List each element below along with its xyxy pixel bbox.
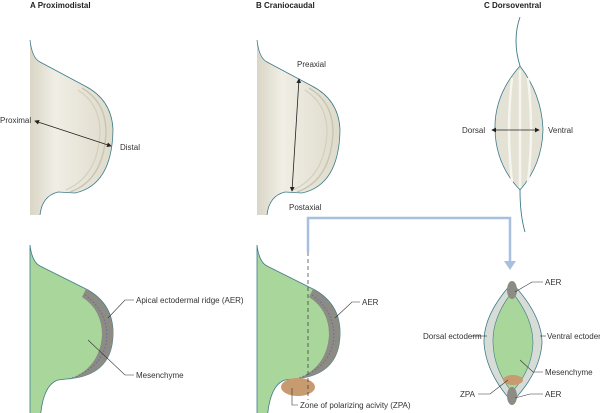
- label-proximal: Proximal: [0, 116, 31, 125]
- leader-aer-c-bottom: [514, 393, 543, 399]
- label-aer-a: Apical ectodermal ridge (AER): [136, 296, 244, 305]
- label-zpa-c: ZPA: [460, 390, 476, 399]
- label-preaxial: Preaxial: [297, 60, 326, 69]
- label-zpa-b: Zone of polarizing acivity (ZPA): [300, 401, 411, 410]
- title-a: A Proximodistal: [30, 1, 91, 10]
- label-ventral-ectoderm: Ventral ectoderm: [547, 332, 600, 341]
- limb-bud-a: [29, 39, 114, 216]
- label-distal: Distal: [120, 143, 140, 152]
- zpa-region: [281, 378, 315, 396]
- label-aer-c-bottom: AER: [545, 390, 562, 399]
- label-ventral: Ventral: [548, 126, 573, 135]
- section-arrowhead: [504, 261, 516, 270]
- cross-section-c: [483, 281, 543, 405]
- label-aer-b: AER: [362, 298, 379, 307]
- section-arrow: [306, 216, 512, 262]
- leader-zpa-b: [291, 388, 298, 406]
- label-mesenchyme-c: Mesenchyme: [545, 368, 593, 377]
- leader-aer-c-top: [514, 281, 543, 293]
- title-c: C Dorsoventral: [484, 1, 541, 10]
- leader-mesenchyme-c: [519, 359, 543, 373]
- label-dorsal-ectoderm: Dorsal ectoderm: [423, 332, 482, 341]
- label-aer-c-top: AER: [545, 278, 562, 287]
- label-postaxial: Postaxial: [289, 203, 322, 212]
- limb-bud-c-section: [494, 16, 544, 233]
- limb-bud-a-section: [29, 244, 114, 413]
- leader-mesenchyme-a: [87, 339, 134, 376]
- leader-zpa-c: [478, 379, 509, 395]
- craniocaudal-arrow: [289, 78, 302, 192]
- leader-aer-b: [334, 301, 360, 319]
- label-mesenchyme-a: Mesenchyme: [136, 371, 184, 380]
- label-dorsal: Dorsal: [462, 126, 485, 135]
- proximodistal-arrow: [34, 119, 112, 148]
- title-b: B Craniocaudal: [256, 1, 315, 10]
- limb-bud-b-section: [256, 244, 341, 413]
- leader-aer-a: [107, 299, 134, 319]
